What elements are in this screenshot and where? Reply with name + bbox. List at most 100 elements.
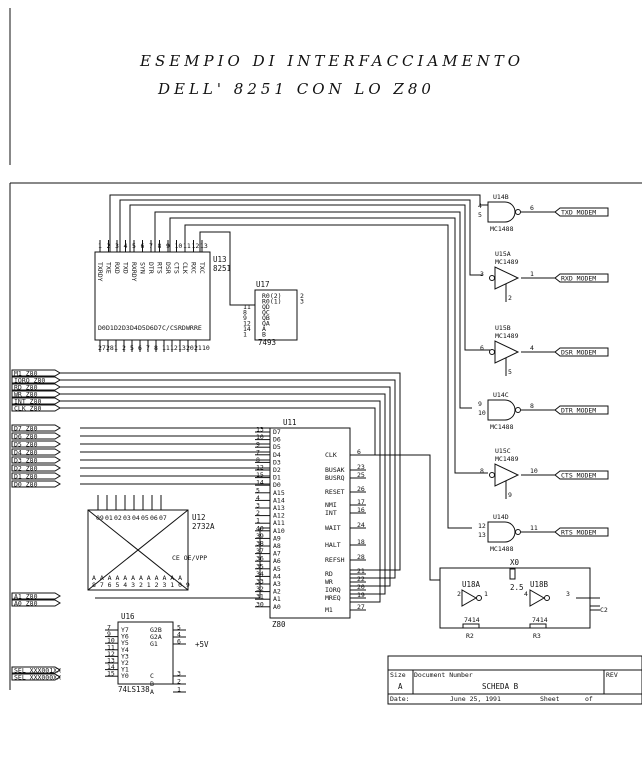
c2-label: C2: [600, 606, 608, 614]
u13-top-pin-num: 5: [132, 242, 136, 250]
ctrl-connector-label: M1 Z80: [14, 369, 38, 377]
nand-gate-bubble: [515, 209, 521, 215]
u11-left-pin-label: D2: [273, 466, 281, 474]
u16-out-num: 15: [107, 670, 115, 678]
oscillator: X0 2.5 U18A U18B 7414 7414 R2 R3 C2 2 1 …: [439, 558, 608, 640]
u11-right-pin-num: 17: [357, 498, 365, 506]
u13-bottom-pin-label: CS: [170, 324, 178, 332]
u13-bottom-pin-label: D7: [154, 324, 162, 332]
wire-m1: [60, 372, 401, 571]
u13-bottom-pin-num: 20: [186, 344, 194, 352]
u11-left-pin-label: A14: [273, 496, 285, 504]
modem-port-label: CTS MODEM: [561, 472, 596, 480]
data-connector: [11, 464, 61, 472]
xtal-freq: 2.5: [510, 583, 524, 592]
gate-ctl-pin: 9: [508, 491, 512, 499]
resistor-r2: [462, 623, 480, 629]
osc-pin-1: 1: [484, 590, 488, 598]
sel-connector: [11, 673, 61, 681]
title-line-1: ESEMPIO DI INTERFACCIAMENTO: [139, 52, 524, 70]
u11-right-pin-num: 25: [357, 471, 365, 479]
wire-iorq: [60, 379, 396, 579]
modem-port: [554, 405, 609, 415]
u11-right-pin-num: 16: [357, 506, 365, 514]
u13-bottom-pin-label: WR: [186, 324, 194, 332]
u12-top-pin-num: 04: [132, 514, 140, 522]
modem-port-label: DSR MODEM: [561, 349, 596, 357]
u16-in-num: 1: [177, 686, 181, 694]
u16-in-label: B: [150, 680, 154, 688]
u17-part: 7493: [258, 338, 276, 347]
u11-body: [269, 427, 351, 619]
u12-top-pin-num: 02: [114, 514, 122, 522]
u11-right-pin-num: 21: [357, 567, 365, 575]
gate-ref: U15C: [495, 447, 511, 455]
data-connector-label: D0 Z80: [14, 480, 38, 488]
u13-top-pin-label: SYN: [139, 262, 147, 274]
u11-right-pin-label: IORQ: [325, 586, 341, 594]
u12-addr-nums: 8 7 6 5 4 3 2 1 2 3 1 0 9: [92, 581, 190, 589]
u13-bottom-pin-num: 27: [98, 344, 106, 352]
gate-out-pin: 4: [530, 344, 534, 352]
modem-port-label: RTS MODEM: [561, 529, 596, 537]
u12-top-pin-num: 05: [141, 514, 149, 522]
u17-pin-num: 9: [243, 314, 247, 322]
u18b-part: 7414: [532, 616, 548, 624]
u12-ctrl-pins: CE OE/VPP: [172, 554, 207, 562]
u13-ref: U13: [213, 255, 227, 264]
title-block: Size Document Number REV A SCHEDA B Date…: [387, 655, 642, 705]
u13-top-pin-num: 10: [175, 242, 183, 250]
crystal: [509, 568, 516, 580]
u16-in-label: A: [150, 688, 154, 696]
ctrl-connector: [11, 383, 61, 391]
modem-port: [554, 470, 609, 480]
u13-top-pin-num: 2: [107, 242, 111, 250]
u11-right-pin-label: BUSAK: [325, 466, 345, 474]
resistor-r3: [529, 623, 547, 629]
u11-right-pin-num: 27: [357, 603, 365, 611]
nand-gate: [487, 399, 516, 421]
u16-out-num: 10: [107, 637, 115, 645]
wire-clk: [60, 407, 376, 455]
gate-out-pin: 8: [530, 402, 534, 410]
u11-left-pin-num: 9: [256, 441, 260, 449]
u13-bottom-pin-num: 2: [122, 344, 126, 352]
u11-right-pin-label: NMI: [325, 501, 337, 509]
u16-out-label: Y0: [121, 672, 129, 680]
buffer-gate-bubble: [489, 349, 495, 355]
wire-cts: [169, 217, 488, 474]
wire-rxd: [119, 199, 483, 276]
ctrl-connector-label: RD Z80: [14, 383, 38, 391]
u11-left-pin-label: A2: [273, 588, 281, 596]
u11-left-pin-label: A0: [273, 603, 281, 611]
u12-cross-b: [87, 509, 189, 591]
u11-left-pin-num: 14: [256, 479, 264, 487]
data-connector-label: D4 Z80: [14, 448, 38, 456]
u13-part: 8251: [213, 264, 231, 273]
inverter-u18a-bubble: [476, 595, 482, 601]
u13-top-pin-num: 1: [98, 242, 102, 250]
wire-clk-u17: [199, 231, 255, 306]
of-label: of: [585, 695, 593, 703]
wire-rts: [184, 224, 472, 529]
u16-body: [117, 621, 174, 685]
u12-ref: U12: [192, 513, 206, 522]
u11-left-pin-label: D1: [273, 474, 281, 482]
u11-bottom-label: Z80: [272, 620, 286, 629]
u11-right-pin-label: RD: [325, 570, 333, 578]
gate-in-pin: 8: [480, 467, 484, 475]
gate-in-pin: 13: [478, 531, 486, 539]
u13-bottom-pin-label: C/: [162, 324, 170, 332]
title-block-frame: [387, 655, 642, 705]
u11-left-pin-label: A6: [273, 557, 281, 565]
vcc-label: +5V: [195, 640, 209, 649]
gate-out-pin: 10: [530, 467, 538, 475]
ctrl-connector-label: IORQ Z80: [14, 376, 45, 384]
ctrl-connector: [11, 376, 61, 384]
u13-top-pin-num: 7: [149, 242, 153, 250]
u11-left-pin-label: D0: [273, 481, 281, 489]
u16-in-label: G2B: [150, 626, 162, 634]
modem-port: [554, 527, 609, 537]
